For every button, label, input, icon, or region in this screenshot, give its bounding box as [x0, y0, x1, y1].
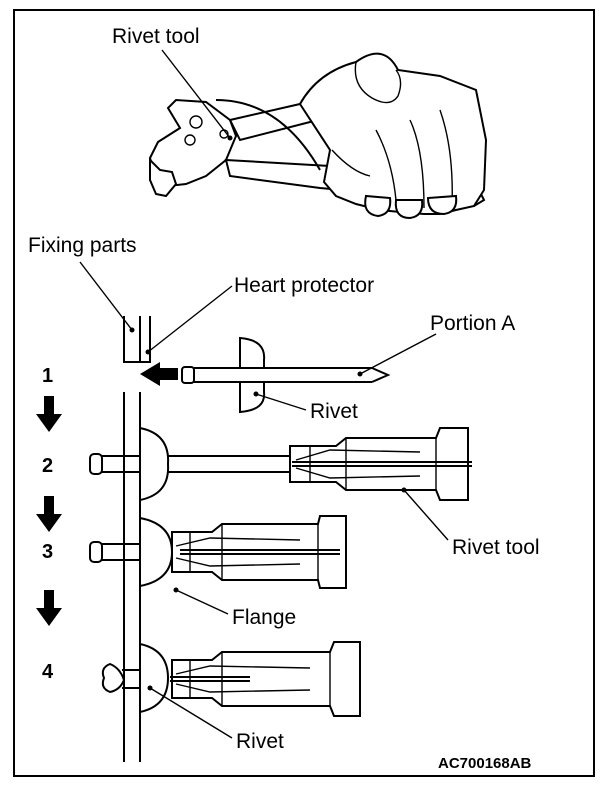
label-flange: Flange	[232, 606, 296, 629]
label-heart-protector: Heart protector	[234, 274, 374, 297]
leader-rivet-4	[149, 687, 233, 739]
label-rivet-4: Rivet	[236, 730, 284, 753]
leader-rivet-1	[255, 393, 307, 411]
step-arrow-1	[36, 396, 62, 432]
label-rivet-1: Rivet	[310, 400, 358, 423]
rivet-step-2	[89, 426, 472, 502]
step-arrow-3	[36, 590, 62, 626]
label-portion-a: Portion A	[430, 312, 515, 335]
step-number-4: 4	[42, 661, 54, 683]
figure-code: AC700168AB	[438, 755, 532, 772]
leader-flange	[175, 589, 229, 615]
label-rivet-tool-top: Rivet tool	[112, 25, 200, 48]
leader-heart-protector	[147, 285, 233, 353]
rivet-step-1	[181, 336, 391, 414]
label-fixing-parts: Fixing parts	[28, 234, 137, 257]
rivet-tool-illustration	[148, 49, 488, 220]
step-number-2: 2	[42, 455, 53, 477]
fixing-part-upper	[123, 316, 151, 363]
insert-direction-arrow	[140, 362, 178, 386]
label-rivet-tool-side: Rivet tool	[452, 536, 540, 559]
step-arrow-2	[36, 496, 62, 532]
leader-portion-a	[359, 333, 437, 375]
leader-rivet-tool-side	[403, 489, 449, 541]
step-number-3: 3	[42, 541, 53, 563]
figure-border	[13, 9, 595, 777]
step-number-1: 1	[42, 365, 53, 387]
rivet-step-4	[101, 641, 361, 717]
panel-vertical	[123, 392, 141, 762]
rivet-step-3	[89, 515, 347, 589]
